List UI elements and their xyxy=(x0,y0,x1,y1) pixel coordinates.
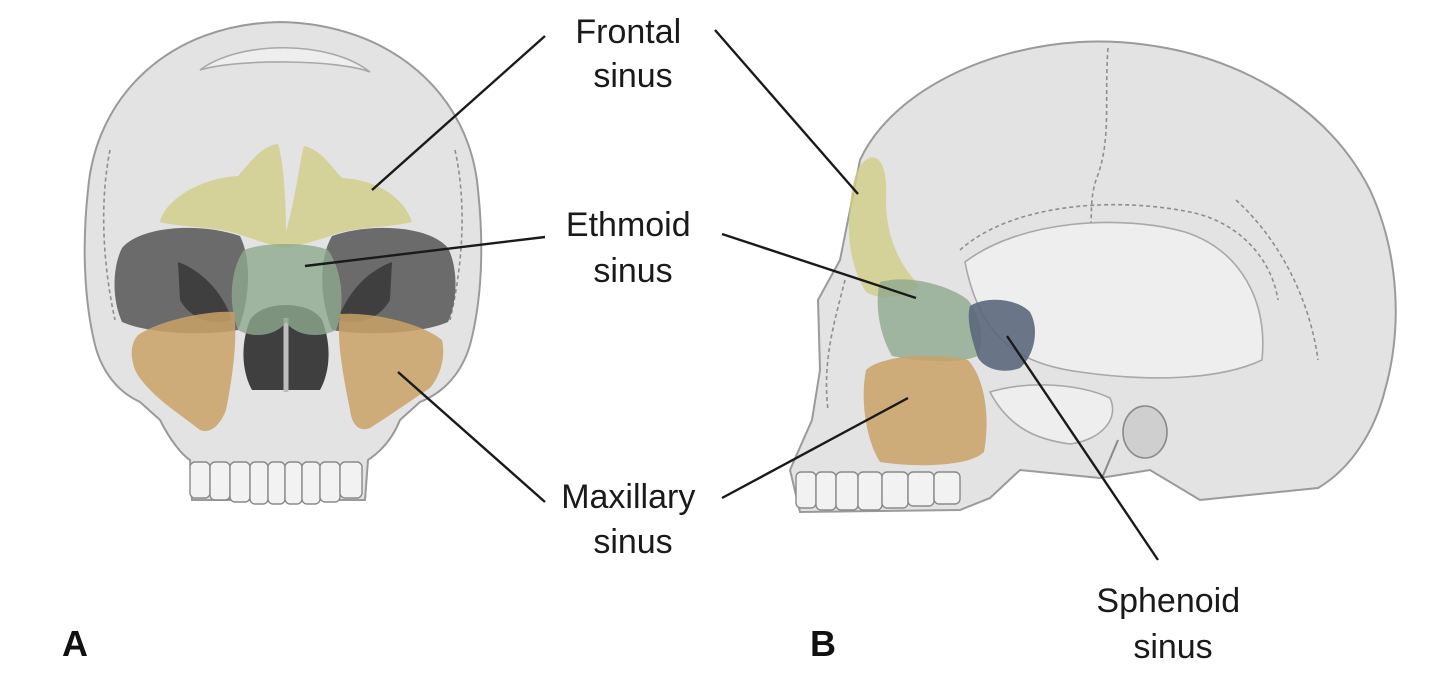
frontal-sinus-a xyxy=(160,144,412,248)
panel-label-b: B xyxy=(810,623,836,664)
upper-teeth xyxy=(189,461,363,505)
maxillary-leader-b xyxy=(721,396,909,500)
maxillary-sinus-a-left xyxy=(131,311,236,432)
ethmoid-sinus-a xyxy=(231,244,342,336)
ethmoid-sinus-b xyxy=(877,279,982,362)
ethmoid-leader-a xyxy=(304,235,546,268)
frontal-leader-b xyxy=(714,29,859,195)
sphenoid-leader-b xyxy=(1006,335,1159,561)
skull-frontal-view xyxy=(83,20,483,505)
ethmoid-leader-b xyxy=(721,232,917,300)
ethmoid-sinus-label: Ethmoid sinus xyxy=(566,206,700,290)
maxillary-sinus-b xyxy=(863,355,987,466)
maxillary-sinus-label: Maxillary sinus xyxy=(561,478,705,561)
sphenoid-sinus-label: Sphenoid sinus xyxy=(1096,582,1249,666)
lateral-teeth xyxy=(795,471,961,511)
leader-lines xyxy=(304,29,1159,561)
panel-label-a: A xyxy=(62,623,88,664)
frontal-sinus-label: Frontal sinus xyxy=(575,13,690,95)
skull-lateral-view xyxy=(788,40,1397,514)
labels: Frontal sinus Ethmoid sinus Maxillary si… xyxy=(62,13,1249,666)
frontal-leader-a xyxy=(371,35,546,191)
frontal-sinus-b xyxy=(848,157,920,298)
maxillary-leader-a xyxy=(397,371,546,503)
maxillary-sinus-a-right xyxy=(338,313,444,430)
